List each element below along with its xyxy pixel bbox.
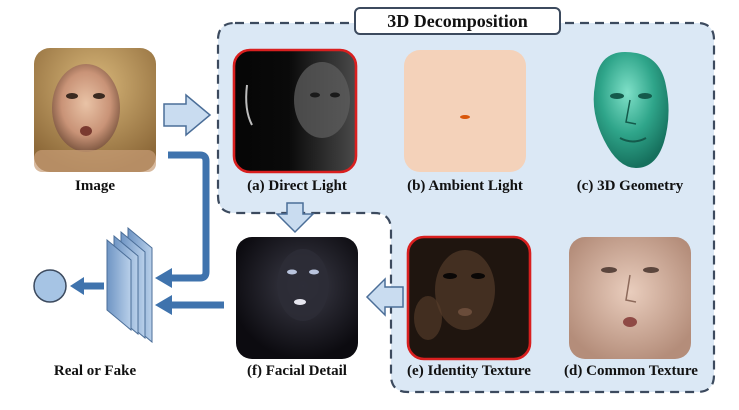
- identity-texture-image: [406, 235, 532, 361]
- common-texture-image: [569, 237, 691, 359]
- identity-texture-label: (e) Identity Texture: [407, 363, 531, 379]
- decomposition-title-box: 3D Decomposition: [354, 7, 561, 35]
- real-or-fake-label: Real or Fake: [53, 363, 137, 379]
- facial-detail-label: (f) Facial Detail: [247, 363, 347, 379]
- image-to-decomposition-arrow: [163, 93, 212, 137]
- geometry-mesh-image: [593, 52, 669, 168]
- classifier-to-output-arrowhead: [70, 277, 84, 295]
- identity-to-detail-arrow: [365, 277, 404, 317]
- direct-light-label: (a) Direct Light: [247, 178, 347, 194]
- output-node: [33, 269, 67, 303]
- input-face-image: [34, 48, 156, 172]
- common-texture-label: (d) Common Texture: [564, 363, 698, 379]
- image-to-classifier-arrowhead: [155, 268, 172, 288]
- ambient-light-label: (b) Ambient Light: [407, 178, 523, 194]
- ambient-light-image: [404, 50, 526, 172]
- direct-light-to-detail-arrow: [275, 202, 315, 234]
- classifier-network: [106, 226, 153, 344]
- direct-light-image: [232, 48, 358, 174]
- decomposition-title: 3D Decomposition: [387, 10, 528, 31]
- facial-detail-image: [236, 237, 358, 359]
- detail-to-classifier-arrowhead: [155, 295, 172, 315]
- geometry-label: (c) 3D Geometry: [576, 178, 684, 194]
- image-label: Image: [75, 178, 115, 194]
- image-to-classifier-arrow: [168, 151, 210, 282]
